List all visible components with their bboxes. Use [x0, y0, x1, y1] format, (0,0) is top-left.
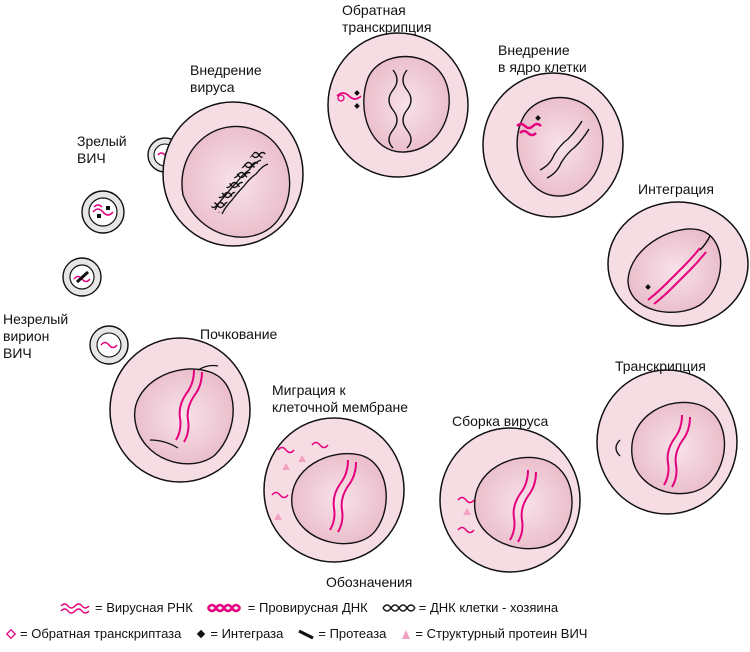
viral-rna-icon	[60, 602, 90, 614]
cell-budding	[89, 325, 251, 483]
mature-hiv-virion	[81, 190, 125, 234]
structural-protein-icon	[402, 629, 411, 639]
legend: = Вирусная РНК = Провирусная ДНК = ДНК к…	[5, 600, 740, 648]
legend-row-1: = Вирусная РНК = Провирусная ДНК = ДНК к…	[60, 600, 572, 615]
legend-title: Обозначения	[326, 574, 413, 590]
legend-row-2: = Обратная транскриптаза = Интеграза = П…	[5, 626, 601, 641]
cell-integration	[607, 201, 749, 327]
cell-migration	[263, 417, 405, 563]
proviral-dna-icon	[206, 603, 241, 612]
integrase-icon	[197, 629, 206, 638]
cell-nucleus-entry	[482, 72, 624, 218]
protease-icon	[298, 629, 315, 639]
label-budding: Почкование	[200, 326, 278, 342]
host-dna-icon	[382, 603, 416, 612]
cell-reverse-transcription	[327, 32, 469, 178]
legend-item: = Вирусная РНК	[60, 600, 193, 615]
legend-item: = Провирусная ДНК	[206, 600, 368, 615]
legend-item: = ДНК клетки - хозяина	[382, 600, 558, 615]
immature-virion	[62, 257, 102, 297]
legend-item: = Структурный протеин ВИЧ	[400, 626, 587, 641]
reverse-transcriptase-icon	[5, 628, 17, 639]
label-integration: Интеграция	[638, 181, 714, 197]
label-assembly: Сборка вируса	[452, 413, 549, 429]
legend-item: = Обратная транскриптаза	[5, 626, 181, 641]
legend-item: = Интеграза	[195, 626, 283, 641]
cell-virus-entry	[147, 101, 304, 247]
legend-item: = Протеаза	[297, 626, 386, 641]
label-transcription: Транскрипция	[615, 358, 706, 374]
cell-transcription	[596, 369, 738, 515]
cell-assembly	[439, 427, 581, 573]
